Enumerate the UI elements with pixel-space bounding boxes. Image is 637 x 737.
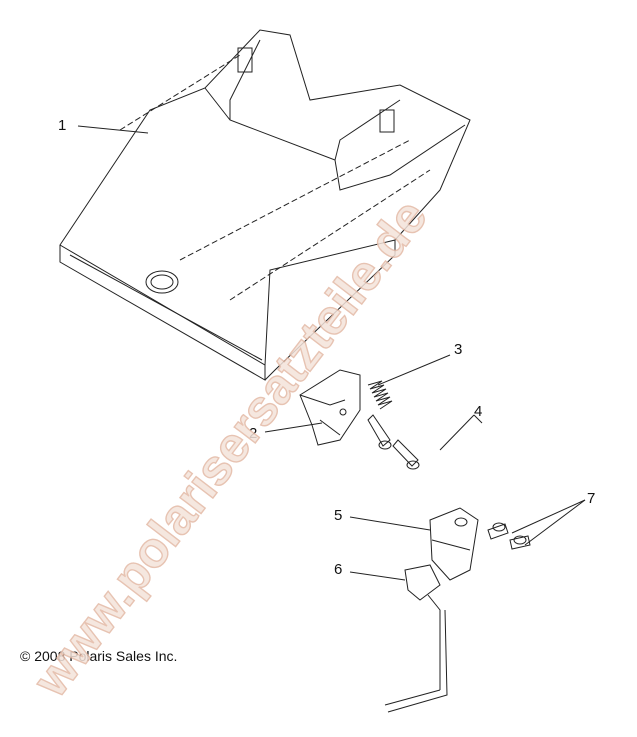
callout-4: 4 (474, 403, 483, 420)
part-latch (299, 369, 361, 446)
copyright-notice: © 2008 Polaris Sales Inc. (20, 648, 178, 664)
leader-lines (77, 125, 586, 581)
callout-7: 7 (587, 490, 596, 507)
part-bracket (429, 507, 479, 581)
callout-6: 6 (334, 561, 343, 578)
callout-3: 3 (454, 341, 463, 358)
part-spring (367, 380, 393, 410)
part-screws (367, 414, 420, 470)
part-striker-rod (384, 564, 448, 713)
callout-1: 1 (58, 117, 67, 134)
callout-5: 5 (334, 507, 343, 524)
callout-2: 2 (249, 425, 258, 442)
part-hood-cover (59, 29, 471, 381)
part-bolts (487, 522, 531, 550)
